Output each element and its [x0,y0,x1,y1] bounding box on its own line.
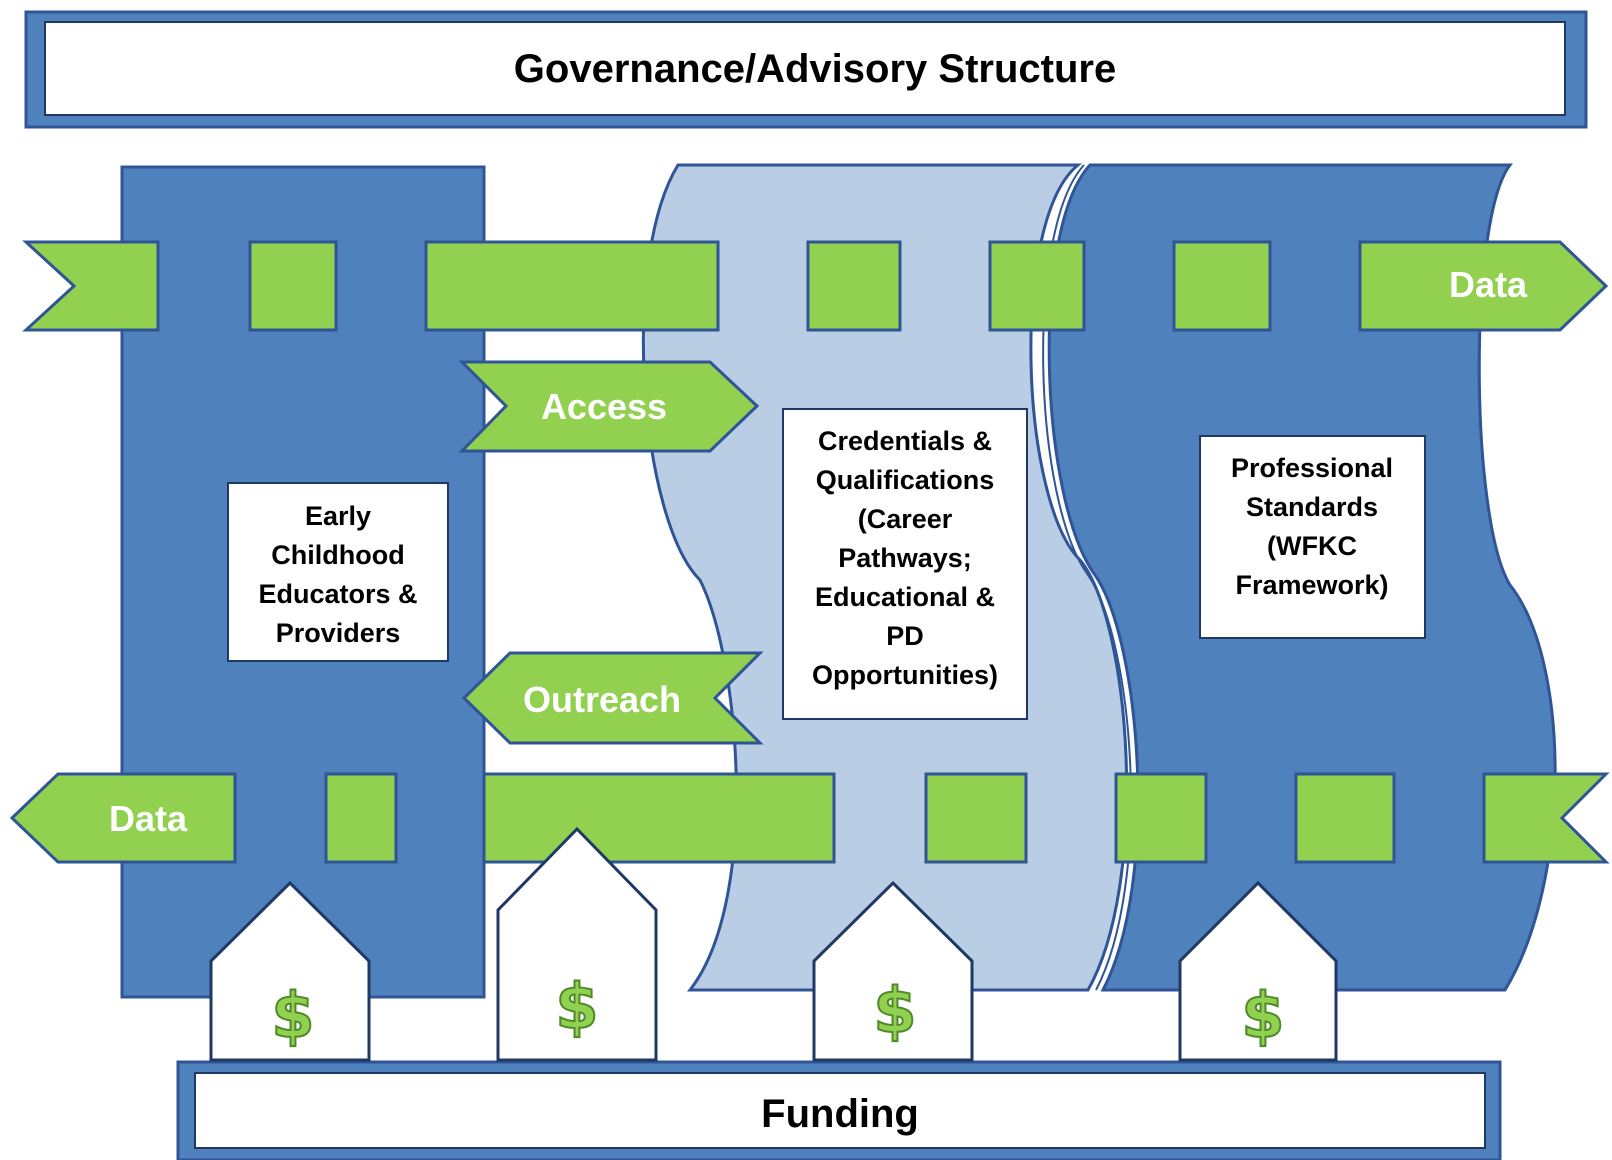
credentials-line: (Career [858,504,953,534]
top-data-label: Data [1449,264,1528,305]
credentials-box: Credentials & Qualifications (Career Pat… [782,408,1028,720]
standards-line: Standards [1246,492,1378,522]
educators-box: Early Childhood Educators & Providers [227,482,449,662]
educators-line: Educators & [258,579,417,609]
standards-line: (WFKC [1267,531,1357,561]
bottom-band-segment [924,772,1028,864]
access-arrow [458,360,760,453]
outreach-label: Outreach [523,679,681,720]
top-data-arrow [1358,240,1609,332]
educators-line: Providers [276,618,401,648]
bottom-band-segment [324,772,398,864]
governance-banner: Governance/Advisory Structure [24,10,1588,129]
credentials-line: Pathways; [838,543,972,573]
top-band-segment [424,240,720,332]
funding-house: $ [812,880,974,1062]
standards-line: Professional [1231,453,1393,483]
bottom-band-segment [1114,772,1208,864]
governance-title: Governance/Advisory Structure [514,47,1116,91]
bottom-band-tail [1482,772,1610,864]
standards-line: Framework) [1235,570,1388,600]
bottom-band-segment [1294,772,1396,864]
outreach-arrow [461,651,764,745]
bottom-data-band [9,772,1610,864]
dollar-icon: $ [873,974,916,1047]
credentials-line: Credentials & [818,426,992,456]
top-band-tail [22,240,160,332]
credentials-line: Educational & [815,582,995,612]
standards-box: Professional Standards (WFKC Framework) [1199,435,1426,639]
dollar-icon: $ [1241,979,1284,1052]
funding-house: $ [1178,880,1338,1062]
top-band-segment [248,240,338,332]
bottom-band-segment [482,772,836,864]
top-data-band [22,240,1609,332]
bottom-data-arrow [9,772,237,864]
funding-house: $ [209,880,371,1062]
top-band-segment [988,240,1086,332]
credentials-line: Opportunities) [812,660,998,690]
dollar-icon: $ [555,970,598,1043]
funding-bar: Funding [176,1060,1502,1160]
credentials-line: Qualifications [816,465,995,495]
dollar-icon: $ [271,979,314,1052]
educators-line: Childhood [271,540,404,570]
top-band-segment [1172,240,1272,332]
access-label: Access [541,386,667,427]
funding-house: $ [496,826,658,1062]
educators-line: Early [305,501,371,531]
top-band-segment [806,240,902,332]
credentials-line: PD [886,621,924,651]
bottom-data-label: Data [109,798,188,839]
funding-title: Funding [761,1092,919,1136]
